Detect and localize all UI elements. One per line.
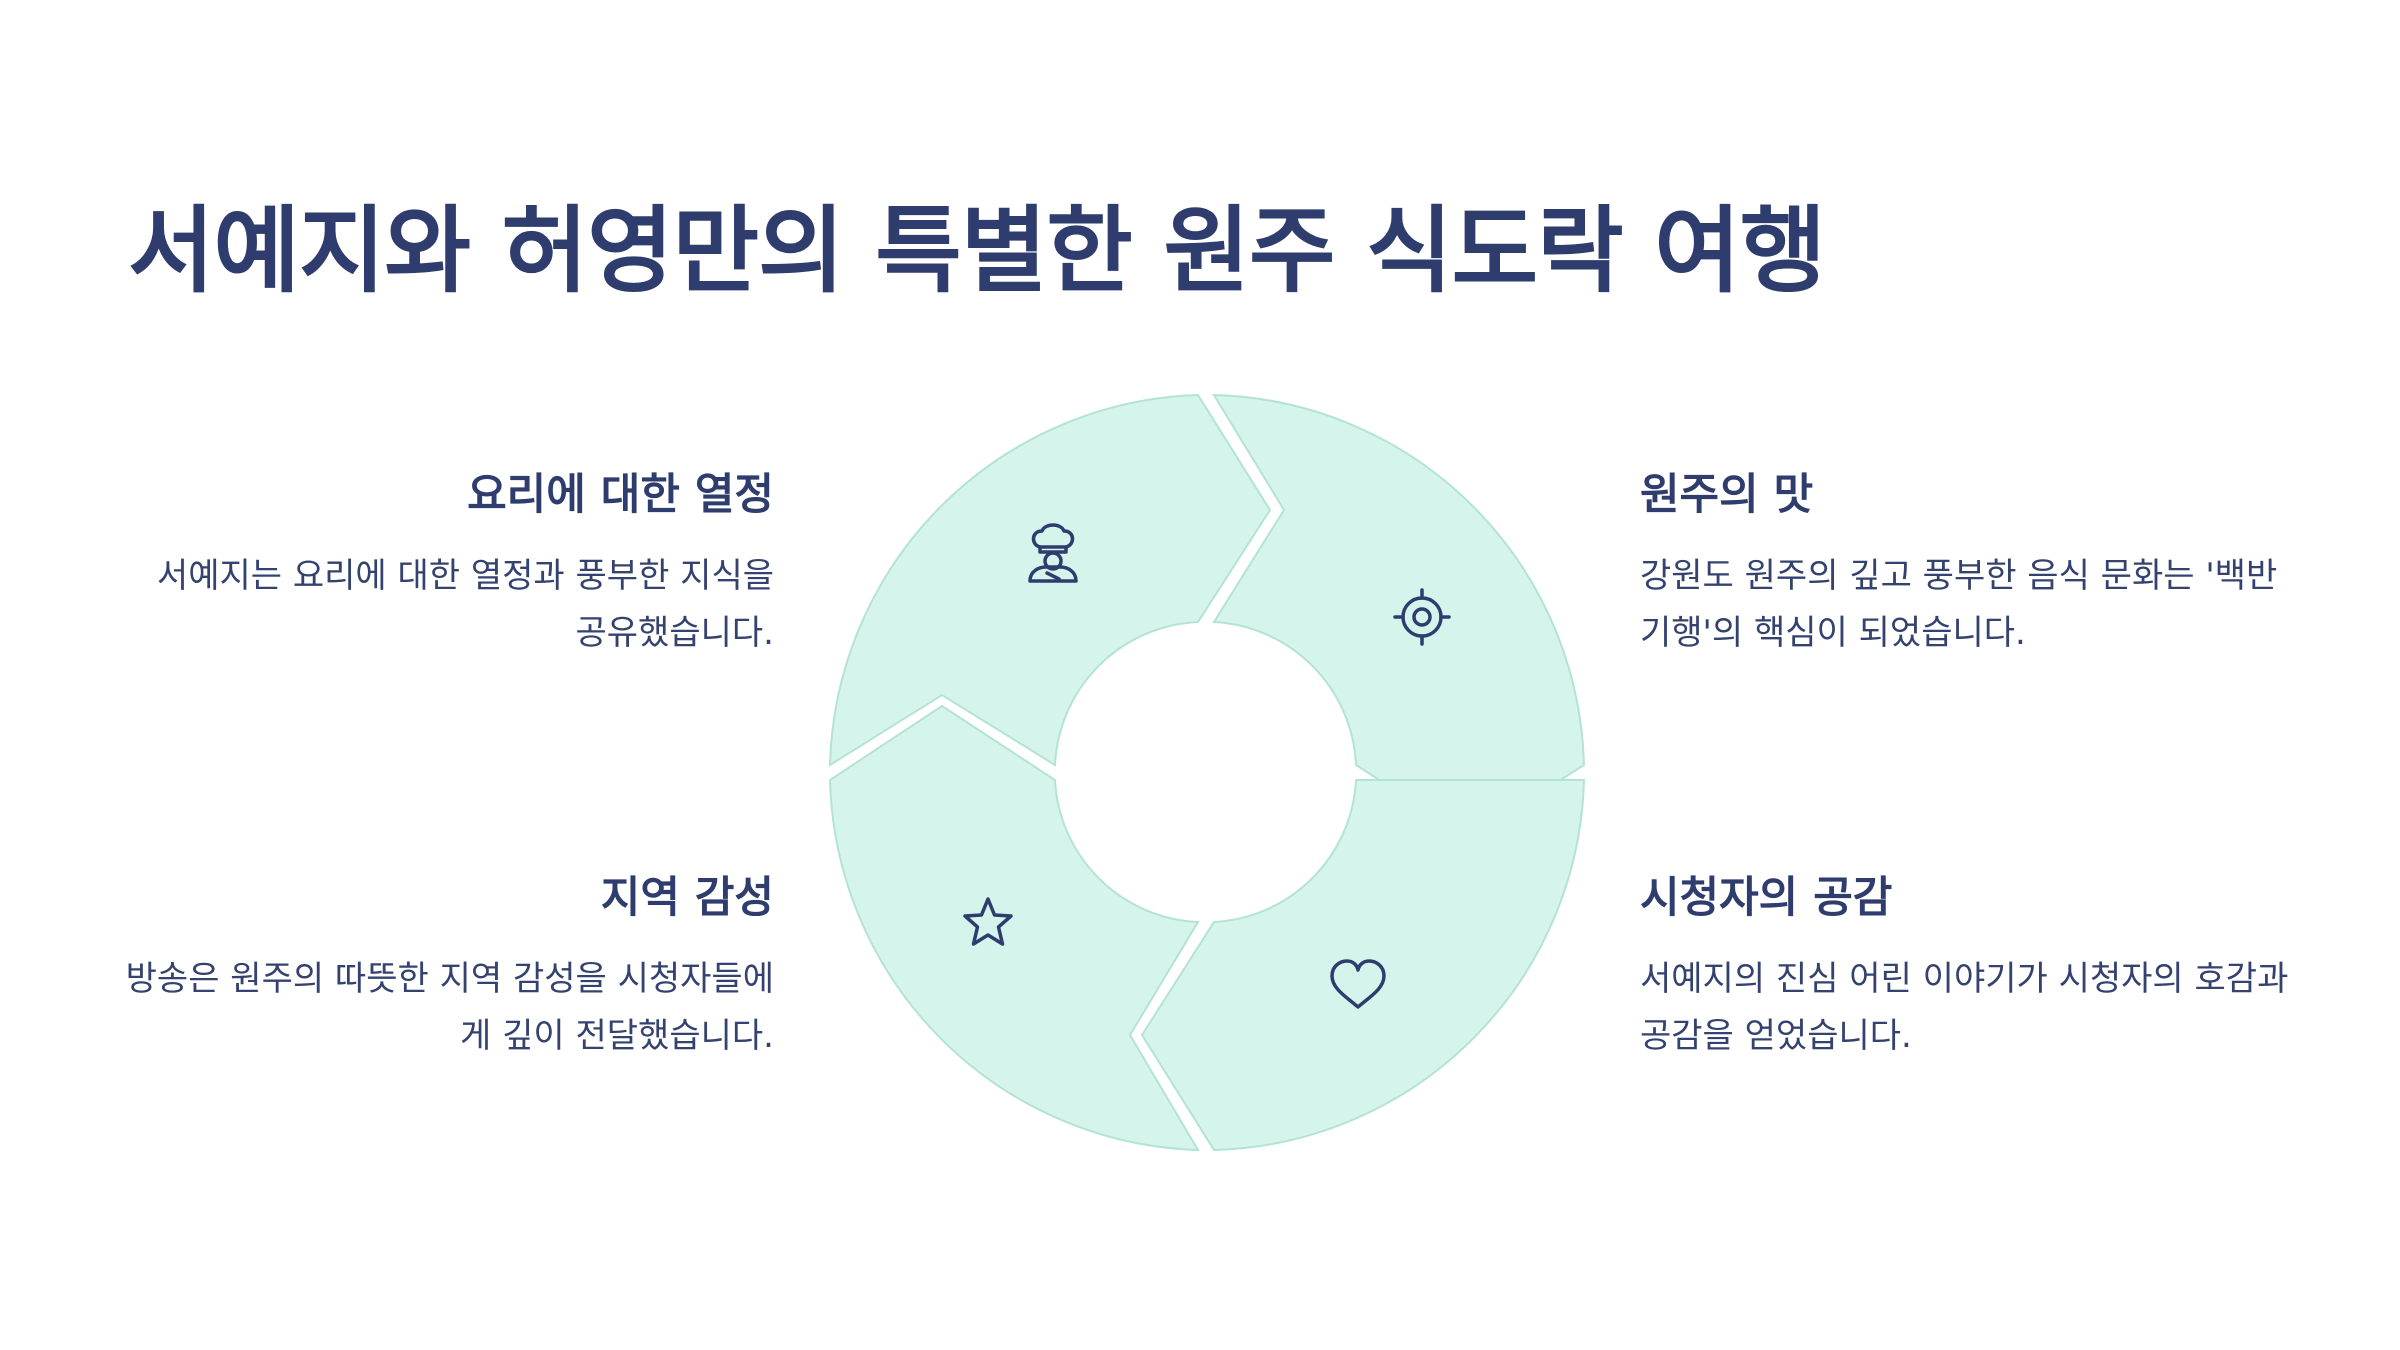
star-icon (963, 897, 1013, 946)
section-body-wonju-taste: 강원도 원주의 깊고 풍부한 음식 문화는 '백반기행'의 핵심이 되었습니다. (1640, 555, 2278, 654)
section-heading-local-sentiment: 지역 감성 (600, 873, 774, 923)
section-heading-viewer-empathy: 시청자의 공감 (1640, 873, 1893, 923)
section-local-sentiment: 지역 감성 방송은 원주의 따뜻한 지역 감성을 시청자들에게 깊이 전달했습니… (124, 873, 774, 1066)
section-body-viewer-empathy: 서예지의 진심 어린 이야기가 시청자의 호감과 공감을 얻었습니다. (1640, 958, 2289, 1057)
cycle-segment-local-sentiment (828, 704, 1200, 1152)
target-icon (1393, 588, 1451, 646)
section-viewer-empathy: 시청자의 공감 서예지의 진심 어린 이야기가 시청자의 호감과 공감을 얻었습… (1640, 873, 2290, 1066)
section-body-passion: 서예지는 요리에 대한 열정과 풍부한 지식을 공유했습니다. (156, 555, 774, 654)
section-heading-passion: 요리에 대한 열정 (467, 470, 774, 520)
section-wonju-taste: 원주의 맛 강원도 원주의 깊고 풍부한 음식 문화는 '백반기행'의 핵심이 … (1640, 470, 2290, 663)
chef-icon (1028, 523, 1078, 583)
heart-icon (1330, 959, 1386, 1009)
section-body-local-sentiment: 방송은 원주의 따뜻한 지역 감성을 시청자들에게 깊이 전달했습니다. (125, 958, 774, 1057)
page-title: 서예지와 허영만의 특별한 원주 식도락 여행 (128, 197, 1826, 306)
section-passion: 요리에 대한 열정 서예지는 요리에 대한 열정과 풍부한 지식을 공유했습니다… (124, 470, 774, 663)
section-heading-wonju-taste: 원주의 맛 (1640, 470, 1814, 520)
cycle-segment-viewer-empathy (1140, 779, 1586, 1152)
